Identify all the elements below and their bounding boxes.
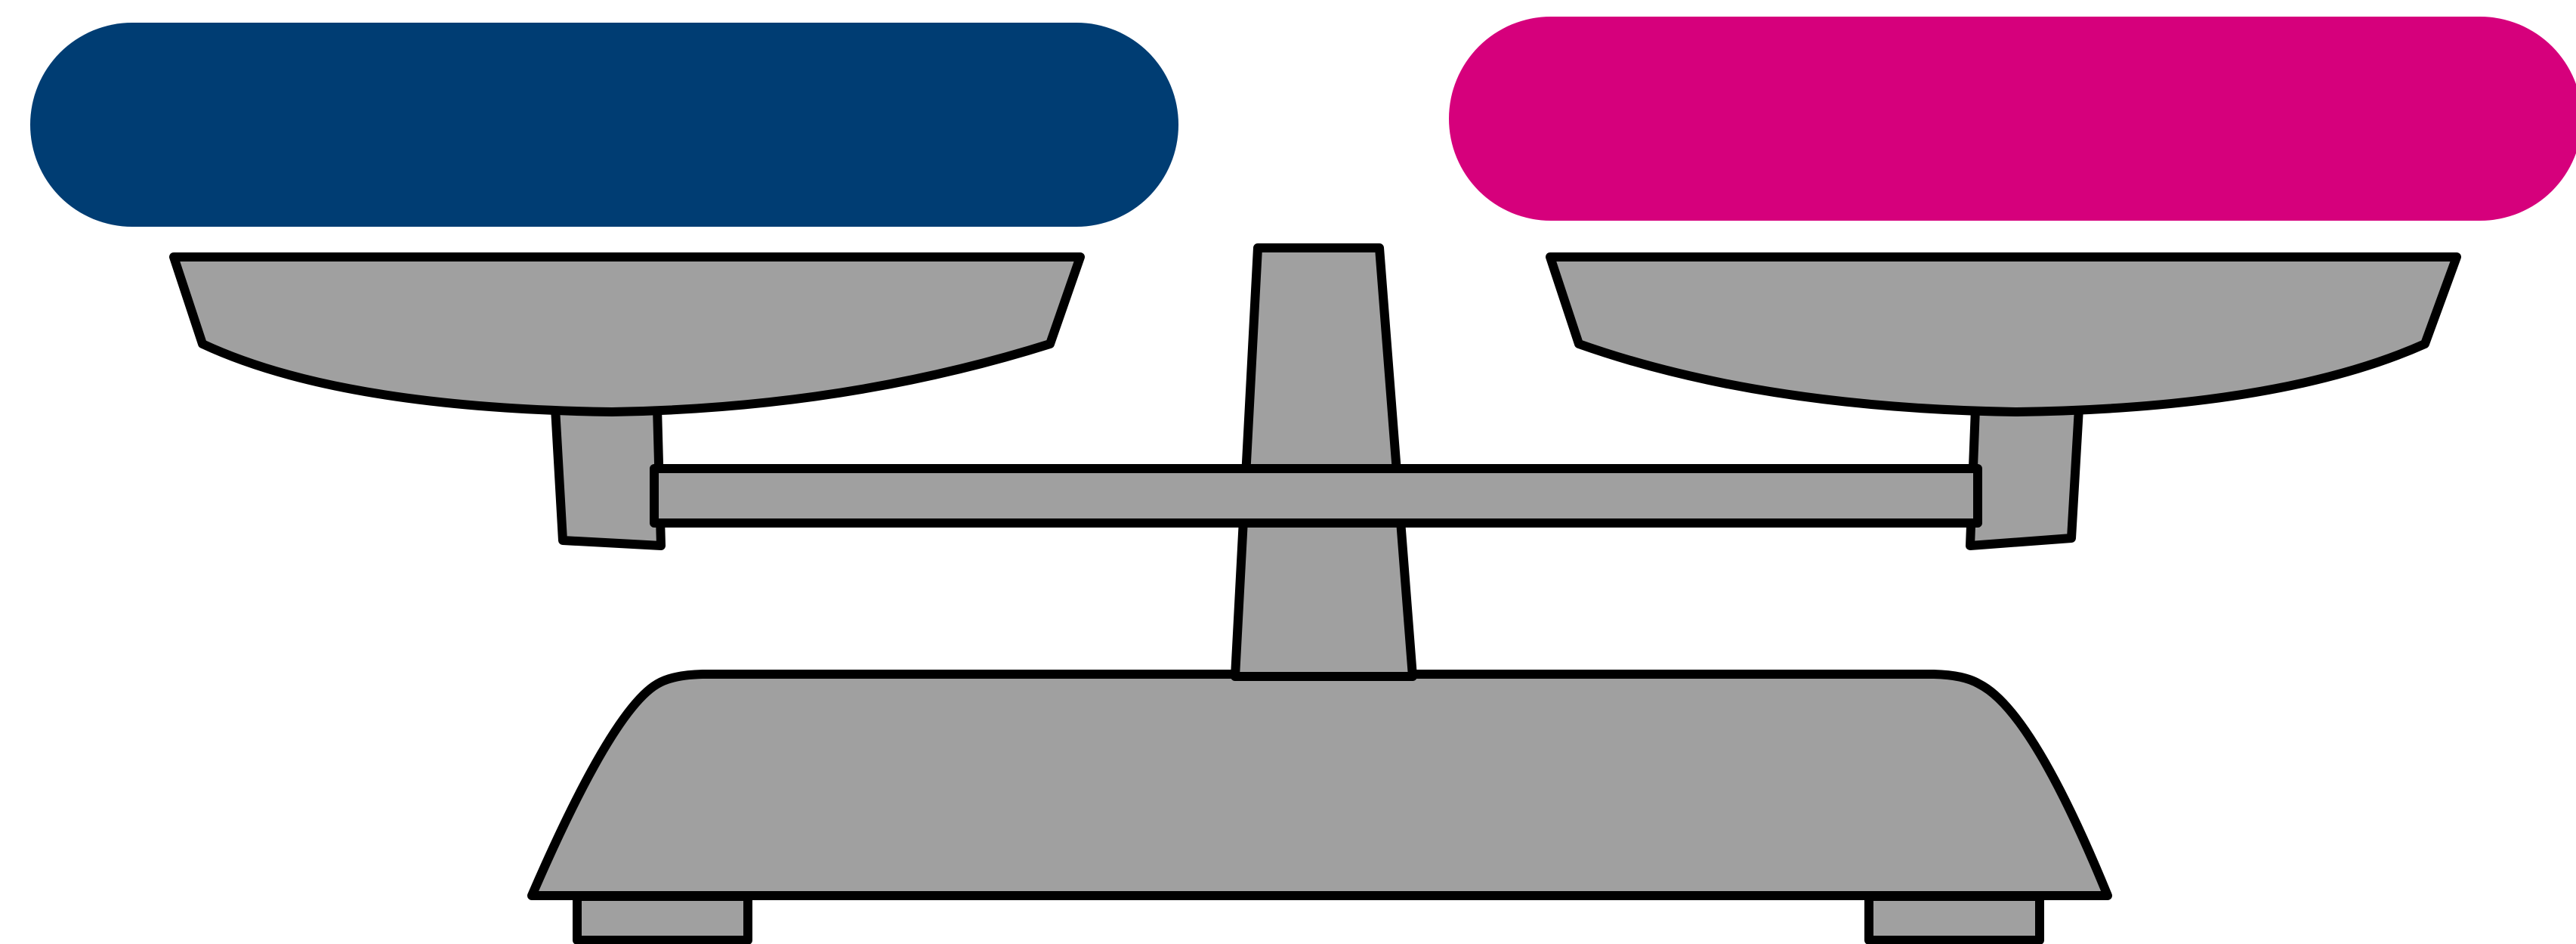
beam-icon [650,464,1982,528]
left-pan-icon [169,252,1085,416]
base-icon [527,670,2112,900]
left-pan-connector-icon [551,404,666,550]
right-foot-icon [1864,892,2044,944]
right-pan-icon [1546,252,2461,416]
blue-weight-icon [30,23,1178,227]
right-pan-connector-icon [1966,404,2083,550]
left-foot-icon [573,892,752,944]
magenta-weight-icon [1449,17,2576,221]
pillar-icon [1231,243,1417,681]
